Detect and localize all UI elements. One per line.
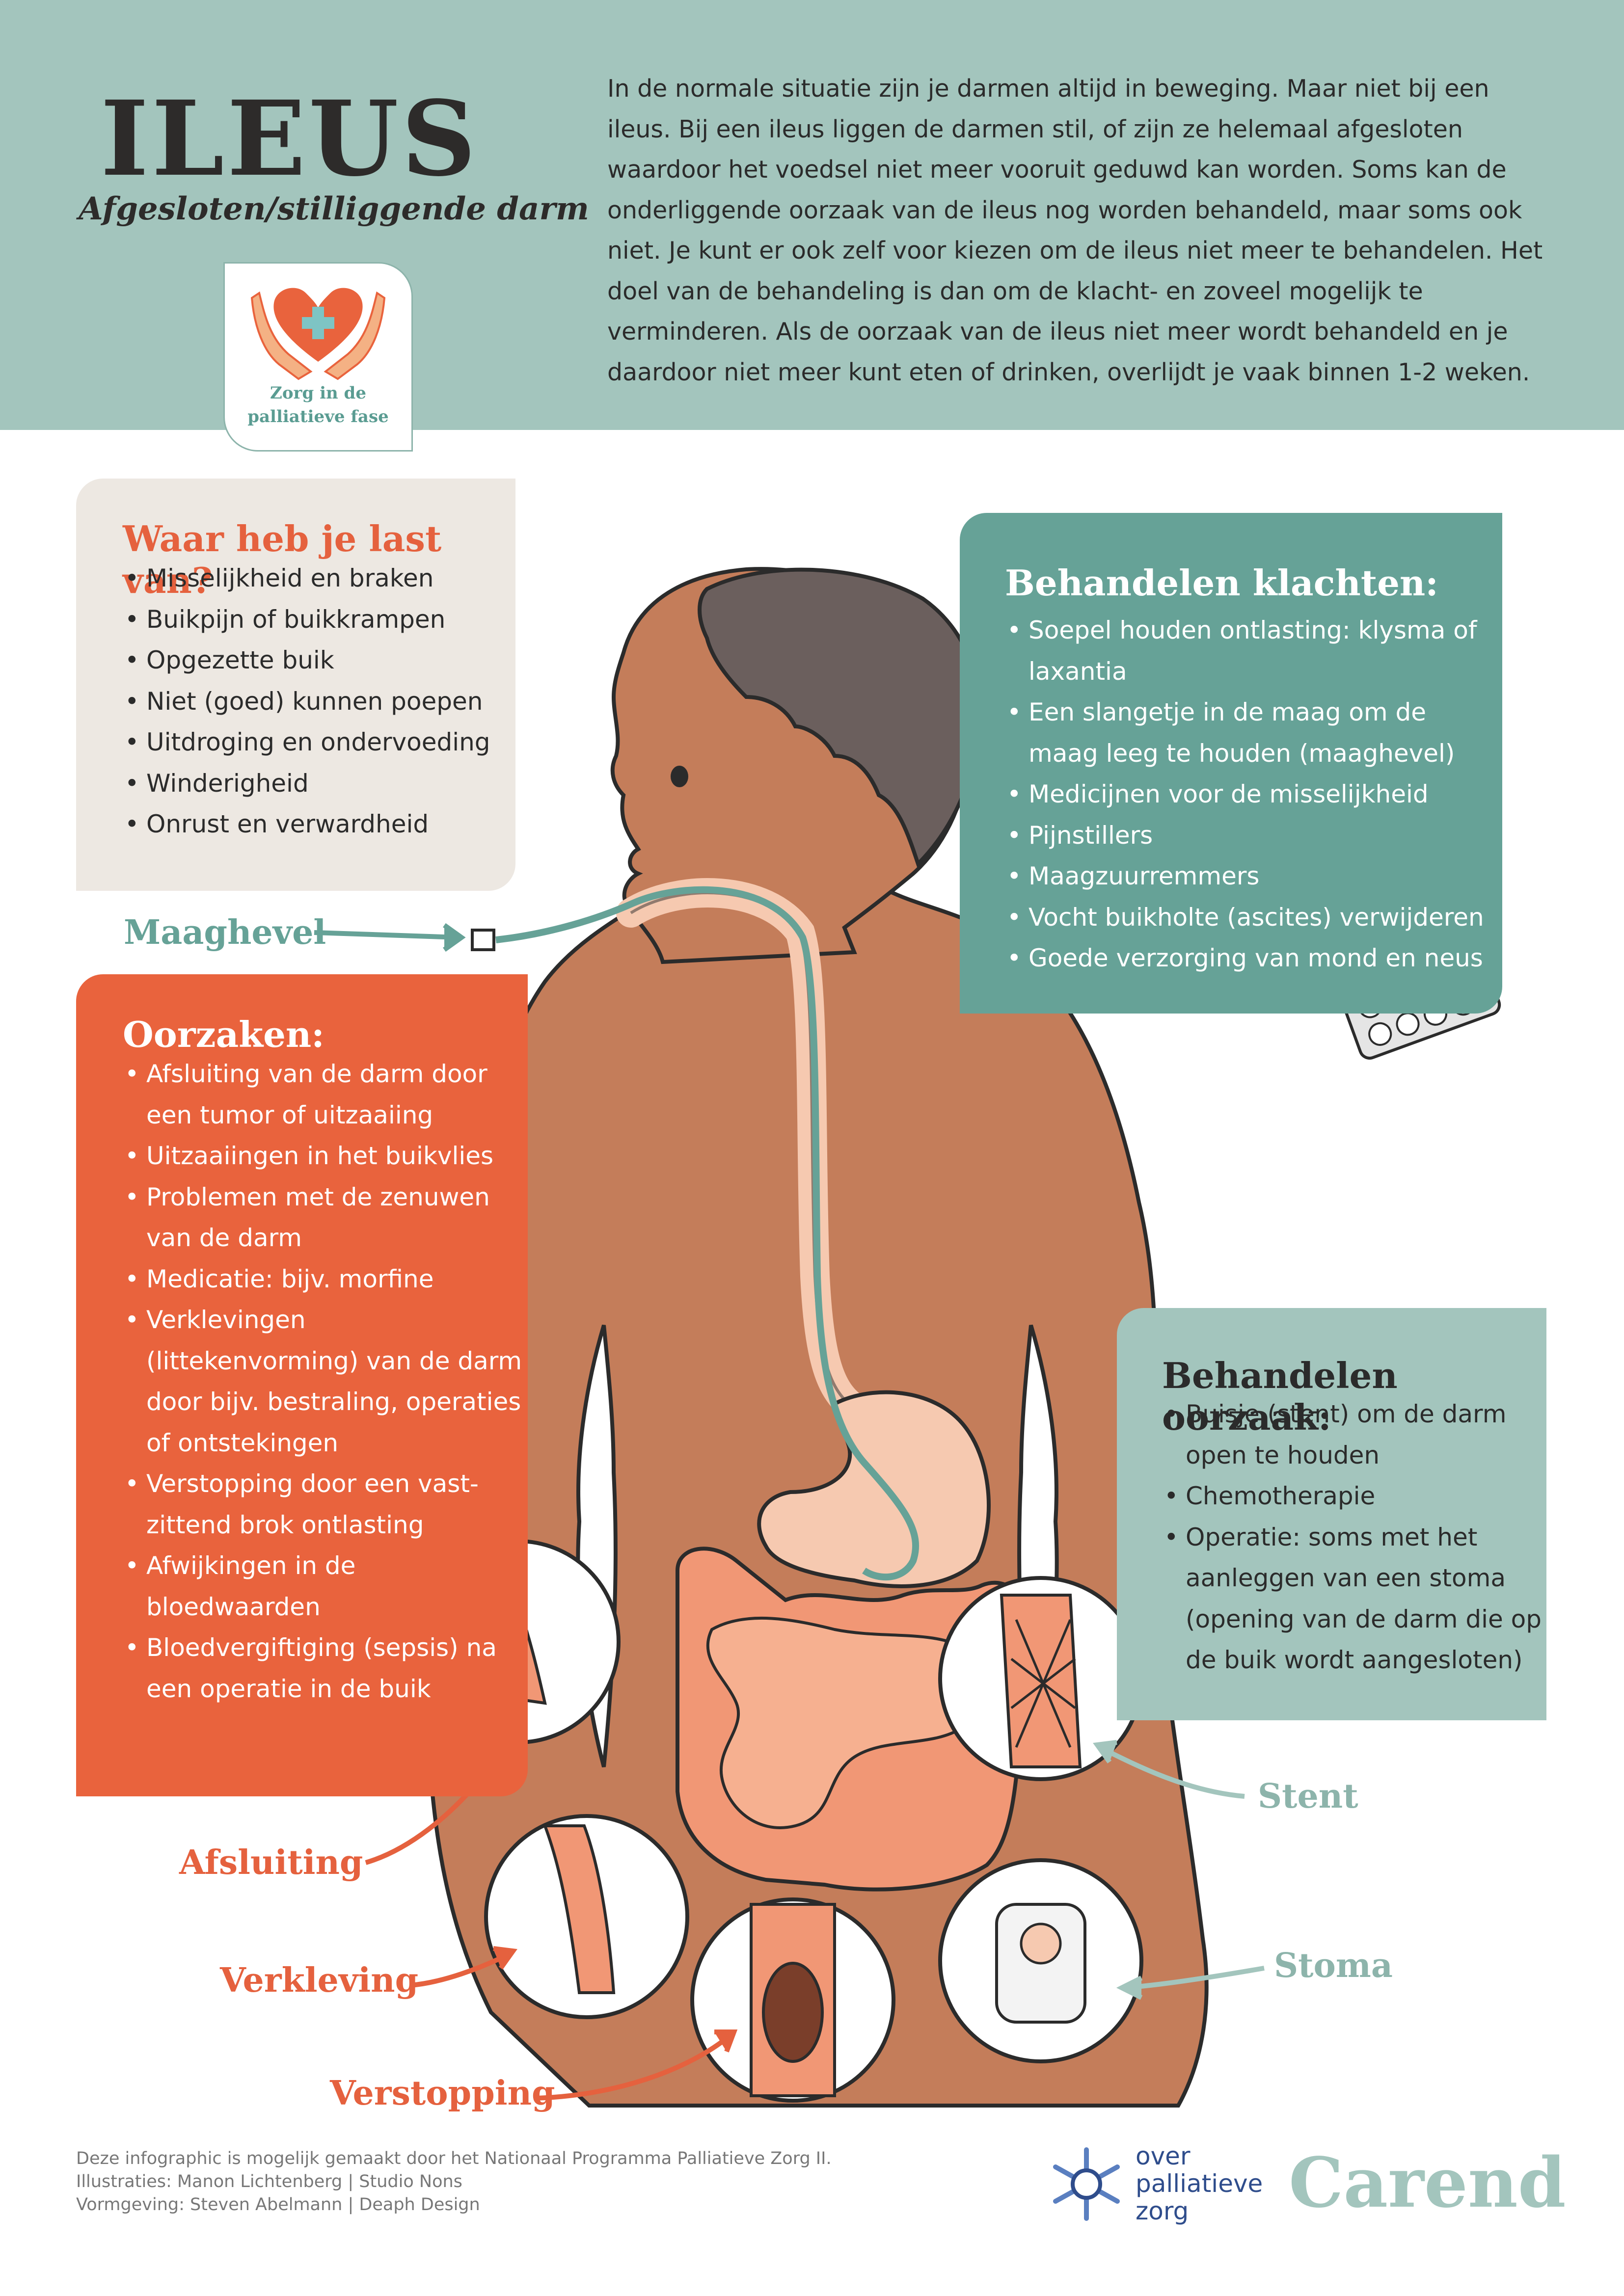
list-item: Verklevingen (littekenvorming) van de da… xyxy=(123,1300,525,1464)
list-item: Bloedvergiftiging (sepsis) na een operat… xyxy=(123,1628,525,1709)
causes-list: Afsluiting van de darm door een tumor of… xyxy=(123,1054,525,1709)
maaghevel-tube xyxy=(495,886,920,1581)
intro-paragraph: In de normale situatie zijn je darmen al… xyxy=(607,75,1543,386)
symptoms-list: Misselijkheid en braken Buikpijn of buik… xyxy=(123,558,506,845)
list-item: Verstopping door een vast-zittend brok o… xyxy=(123,1464,525,1546)
list-item: Onrust en verwardheid xyxy=(123,804,506,845)
nppz-logo: over palliatieve zorg xyxy=(1045,2142,1271,2231)
maaghevel-connector xyxy=(471,929,495,951)
list-item: Maagzuurremmers xyxy=(1005,856,1491,897)
list-item: Problemen met de zenuwen van de darm xyxy=(123,1177,525,1259)
eye xyxy=(671,766,688,787)
page-subtitle: Afgesloten/stilliggende darm xyxy=(79,190,589,227)
list-item: Uitdroging en ondervoeding xyxy=(123,722,506,763)
list-item: Medicijnen voor de misselijkheid xyxy=(1005,774,1491,815)
complaints-treatment-card: Behandelen klachten: Soepel houden ontla… xyxy=(960,513,1502,1014)
stomach xyxy=(757,1390,991,1588)
list-item: Afsluiting van de darm door een tumor of… xyxy=(123,1054,525,1136)
logo-text-line2: palliatieve fase xyxy=(247,407,389,427)
hair xyxy=(698,567,982,868)
verstopping-arrow xyxy=(535,2029,738,2101)
nppz-text-line3: zorg xyxy=(1136,2197,1189,2225)
list-item: Misselijkheid en braken xyxy=(123,558,506,599)
nppz-text-line2: palliatieve xyxy=(1136,2169,1263,2198)
nppz-star-icon xyxy=(1053,2147,1120,2221)
list-item: Afwijkingen in de bloedwaarden xyxy=(123,1546,525,1628)
list-item: Niet (goed) kunnen poepen xyxy=(123,681,506,722)
list-item: Winderigheid xyxy=(123,763,506,804)
list-item: Buisje (stent) om de darm open te houden xyxy=(1162,1394,1545,1476)
heart-hands-icon xyxy=(250,288,386,380)
symptoms-card: Waar heb je last van? Misselijkheid en b… xyxy=(76,479,515,891)
maaghevel-arrow xyxy=(314,923,466,952)
maaghevel-label: Maaghevel xyxy=(124,913,326,952)
care-logo-card: Zorg in de palliatieve fase xyxy=(223,262,413,452)
list-item: Medicatie: bijv. morfine xyxy=(123,1259,525,1300)
afsluiting-label: Afsluiting xyxy=(179,1843,363,1882)
cause-treatment-list: Buisje (stent) om de darm open te houden… xyxy=(1162,1394,1545,1681)
page-title: ILEUS xyxy=(100,78,479,199)
list-item: Operatie: soms met het aanleggen van een… xyxy=(1162,1517,1545,1681)
nppz-text-line1: over xyxy=(1136,2142,1191,2170)
stoma-arrow xyxy=(1116,1966,1265,2000)
list-item: Chemotherapie xyxy=(1162,1476,1545,1517)
list-item: Soepel houden ontlasting: klysma of laxa… xyxy=(1005,610,1491,692)
list-item: Uitzaaiingen in het buikvlies xyxy=(123,1136,525,1177)
list-item: Pijnstillers xyxy=(1005,815,1491,856)
stent-label: Stent xyxy=(1258,1777,1358,1816)
credits-line2: Illustraties: Manon Lichtenberg | Studio… xyxy=(76,2172,462,2191)
logo-text-line1: Zorg in de xyxy=(270,383,366,403)
carend-logo: Carend xyxy=(1289,2143,1566,2223)
list-item: Een slangetje in de maag om de maag leeg… xyxy=(1005,692,1491,774)
credits-line1: Deze infographic is mogelijk gemaakt doo… xyxy=(76,2149,832,2168)
causes-title: Oorzaken: xyxy=(123,1014,325,1055)
verstopping-label: Verstopping xyxy=(330,2074,555,2113)
list-item: Goede verzorging van mond en neus xyxy=(1005,938,1491,979)
verkleving-label: Verkleving xyxy=(220,1961,419,2000)
stent-arrow xyxy=(1093,1740,1245,1799)
credits: Deze infographic is mogelijk gemaakt doo… xyxy=(76,2147,832,2216)
small-intestine xyxy=(706,1616,985,1829)
verkleving-arrow xyxy=(409,1946,517,1988)
causes-card: Oorzaken: Afsluiting van de darm door ee… xyxy=(76,974,528,1796)
list-item: Vocht buikholte (ascites) verwijderen xyxy=(1005,897,1491,938)
list-item: Opgezette buik xyxy=(123,640,506,681)
complaints-treatment-list: Soepel houden ontlasting: klysma of laxa… xyxy=(1005,610,1491,979)
credits-line3: Vormgeving: Steven Abelmann | Deaph Desi… xyxy=(76,2195,480,2215)
list-item: Buikpijn of buikkrampen xyxy=(123,599,506,641)
stoma-label: Stoma xyxy=(1274,1946,1393,1985)
cause-treatment-card: Behandelen oorzaak: Buisje (stent) om de… xyxy=(1117,1308,1546,1720)
complaints-treatment-title: Behandelen klachten: xyxy=(1005,562,1438,604)
